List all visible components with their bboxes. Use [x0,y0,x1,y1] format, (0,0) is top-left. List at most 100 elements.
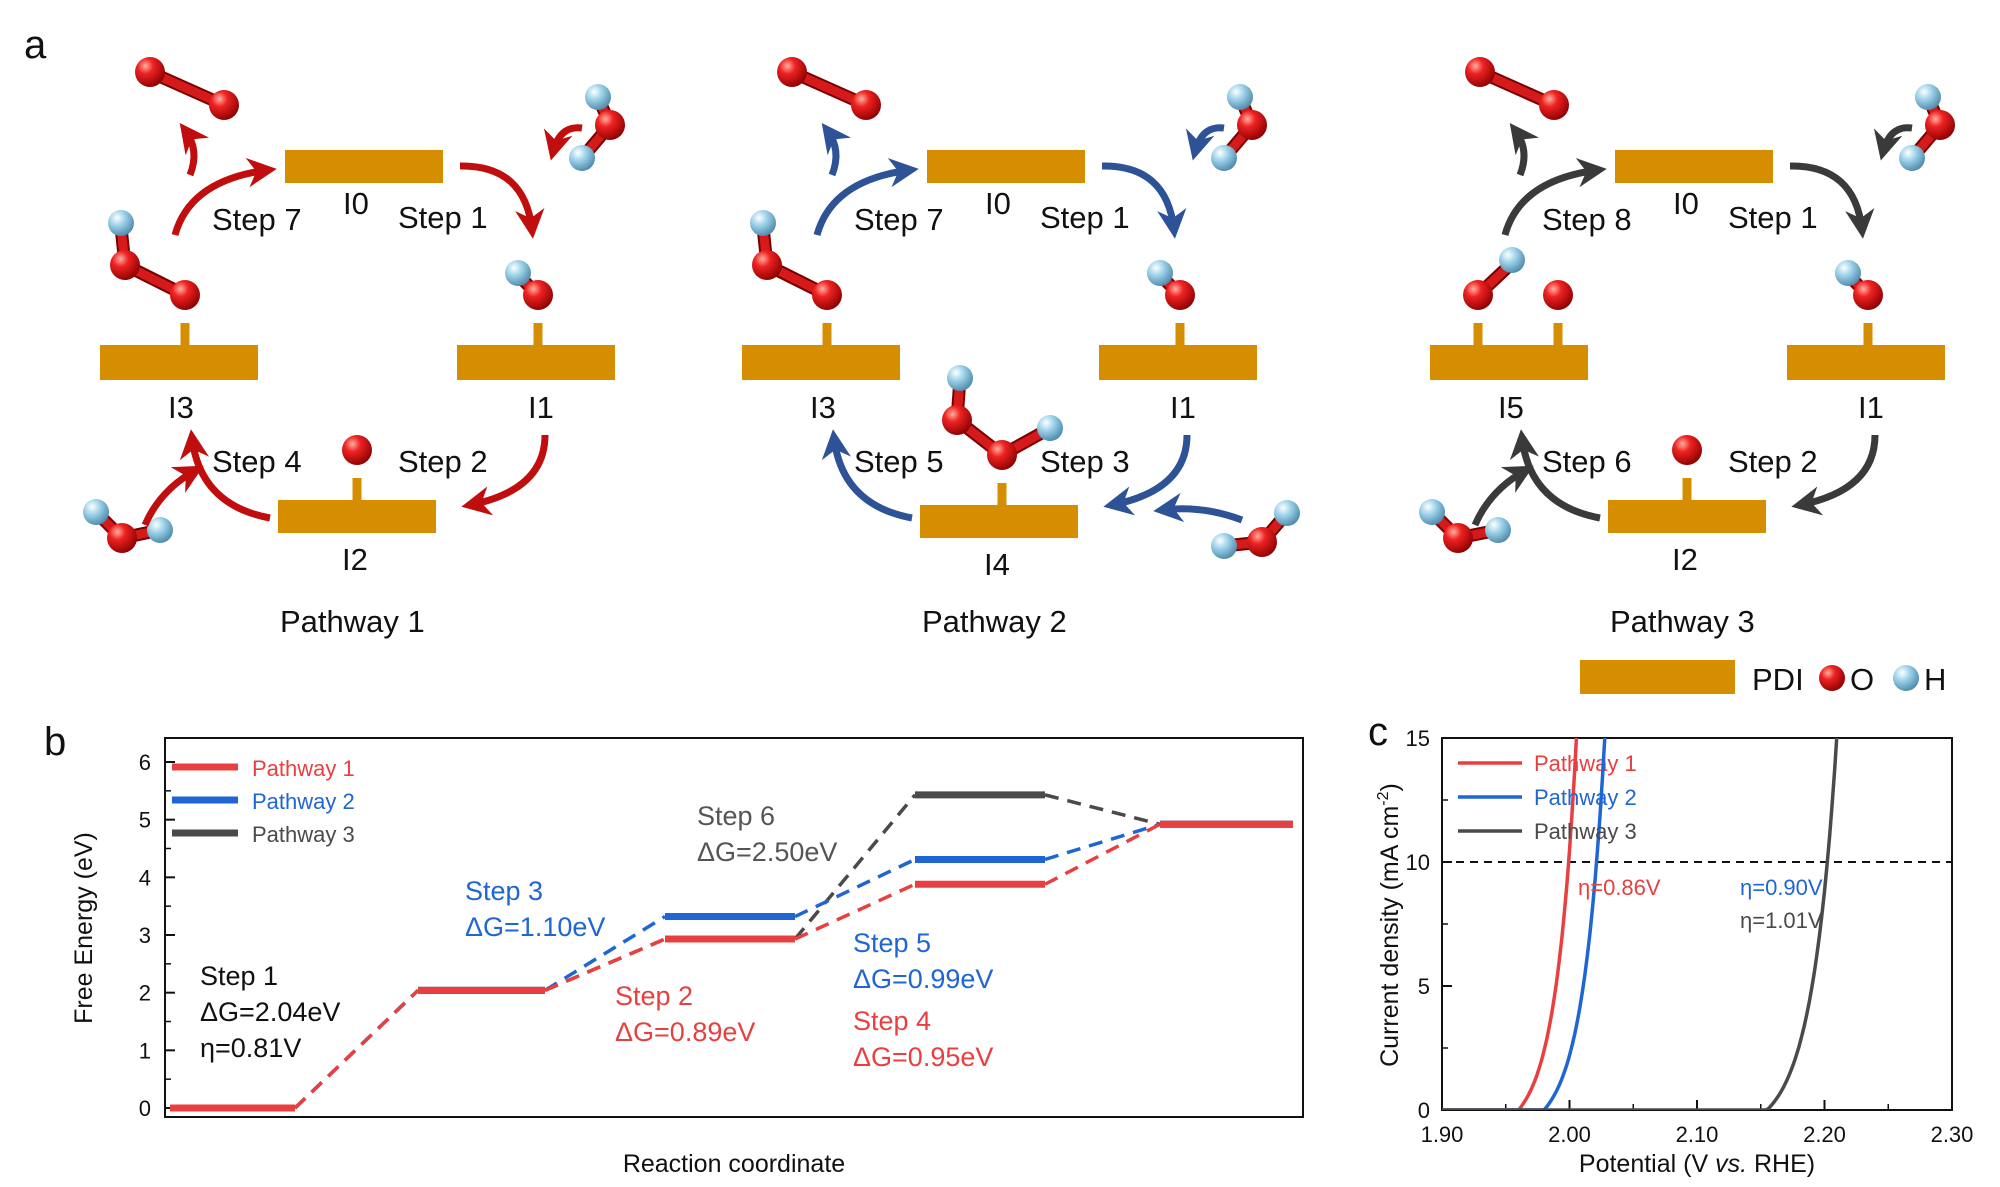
state-label-bottom: I2 [342,542,368,577]
legend-oxygen-atom [1819,665,1845,691]
oxygen-atom [595,110,625,140]
pdi-slab [927,150,1085,183]
oxygen-atom [752,250,782,280]
connector-dash [293,989,420,1110]
plot-frame [164,737,1304,1118]
legend-label: Pathway 1 [252,756,355,781]
oxygen-atom [942,405,972,435]
annotation-line: Step 4 [853,1006,931,1036]
legend-label: Pathway 3 [1534,819,1637,844]
hydrogen-atom [585,84,611,110]
hydrogen-atom [1211,145,1237,171]
pathway-title: Pathway 2 [922,604,1067,639]
step-label-bottom-left: Step 6 [1542,444,1632,479]
oxygen-atom [1443,523,1473,553]
state-label-top: I0 [985,186,1011,221]
pdi-slab [1608,500,1766,533]
state-label-right: I1 [528,390,554,425]
x-axis-title-part: vs. [1715,1150,1747,1178]
y-tick-label: 10 [1406,850,1430,875]
hydrogen-atom [947,365,973,391]
cycle-arrow [1101,162,1187,239]
oxygen-atom [1247,527,1277,557]
hydrogen-atom [505,260,531,286]
x-tick-label: 2.20 [1803,1122,1846,1147]
eta-annotation: η=0.90V [1740,875,1823,900]
oxygen-atom [1853,280,1883,310]
cycle-arrow [1501,158,1607,236]
cycle-arrow [543,124,583,161]
cycle-arrow [821,429,913,522]
hydrogen-atom [1419,499,1445,525]
cycle-arrow [1789,162,1875,239]
cycle-arrow [179,429,271,522]
connector-dash [1044,822,1161,862]
step-label-top-right: Step 1 [398,200,488,235]
y-tick-label: 3 [139,923,151,948]
oxygen-atom [1672,435,1702,465]
oxygen-atom [135,57,165,87]
oxygen-atom [107,523,137,553]
y-axis-title-part: Current density (mA cm [1376,806,1404,1067]
hydrogen-atom [1227,84,1253,110]
y-tick-label: 5 [139,808,151,833]
legend-pdi-swatch [1580,660,1735,694]
cycle-arrow [1873,124,1913,161]
connector-dash [1044,793,1161,826]
legend-pdi-label: PDI [1752,662,1804,697]
x-axis-title: Reaction coordinate [623,1150,845,1178]
hydrogen-atom [1037,415,1063,441]
oxygen-atom [523,280,553,310]
x-axis-title-part: Potential (V [1579,1150,1715,1178]
eta-annotation: η=1.01V [1740,908,1823,933]
connector-dash [1044,822,1161,886]
annotation-line: Step 5 [853,928,931,958]
step-label-top-left: Step 8 [1542,202,1632,237]
cycle-arrow [1103,434,1191,516]
state-label-bottom: I4 [984,547,1010,582]
hydrogen-atom [1835,260,1861,286]
step-label-top-right: Step 1 [1040,200,1130,235]
cycle-arrow [141,465,204,527]
pathway-title: Pathway 1 [280,604,425,639]
hydrogen-atom [1147,260,1173,286]
annotation-line: Step 6 [697,801,775,831]
cycle-arrow [1471,465,1534,527]
pdi-slab [1430,345,1588,380]
state-label-right: I1 [1170,390,1196,425]
oxygen-atom [110,250,140,280]
pdi-slab [285,150,443,183]
x-axis-title-part: RHE) [1747,1150,1815,1178]
legend-label: Pathway 2 [252,789,355,814]
hydrogen-atom [147,517,173,543]
panel-a-legend: PDI O H [1580,660,1946,697]
x-tick-label: 1.90 [1421,1122,1464,1147]
step-label-top-right: Step 1 [1728,200,1818,235]
polarization-curve [1442,738,1839,1110]
annotation-line: Step 2 [615,981,693,1011]
pdi-slab [1099,345,1257,380]
oxygen-atom [812,280,842,310]
state-label-left: I5 [1498,390,1524,425]
step-label-top-left: Step 7 [854,202,944,237]
hydrogen-atom [108,210,134,236]
y-tick-label: 6 [139,750,151,775]
y-axis-title: Free Energy (eV) [70,832,98,1024]
cycle-arrow [1509,429,1601,522]
legend-label: Pathway 3 [252,822,355,847]
oxygen-atom [1463,280,1493,310]
x-tick-label: 2.30 [1931,1122,1974,1147]
y-tick-label: 5 [1418,974,1430,999]
oxygen-atom [1539,90,1569,120]
cycle-arrow [1791,434,1879,516]
cycle-arrow [461,434,549,516]
annotation-line: Step 1 [200,961,278,991]
